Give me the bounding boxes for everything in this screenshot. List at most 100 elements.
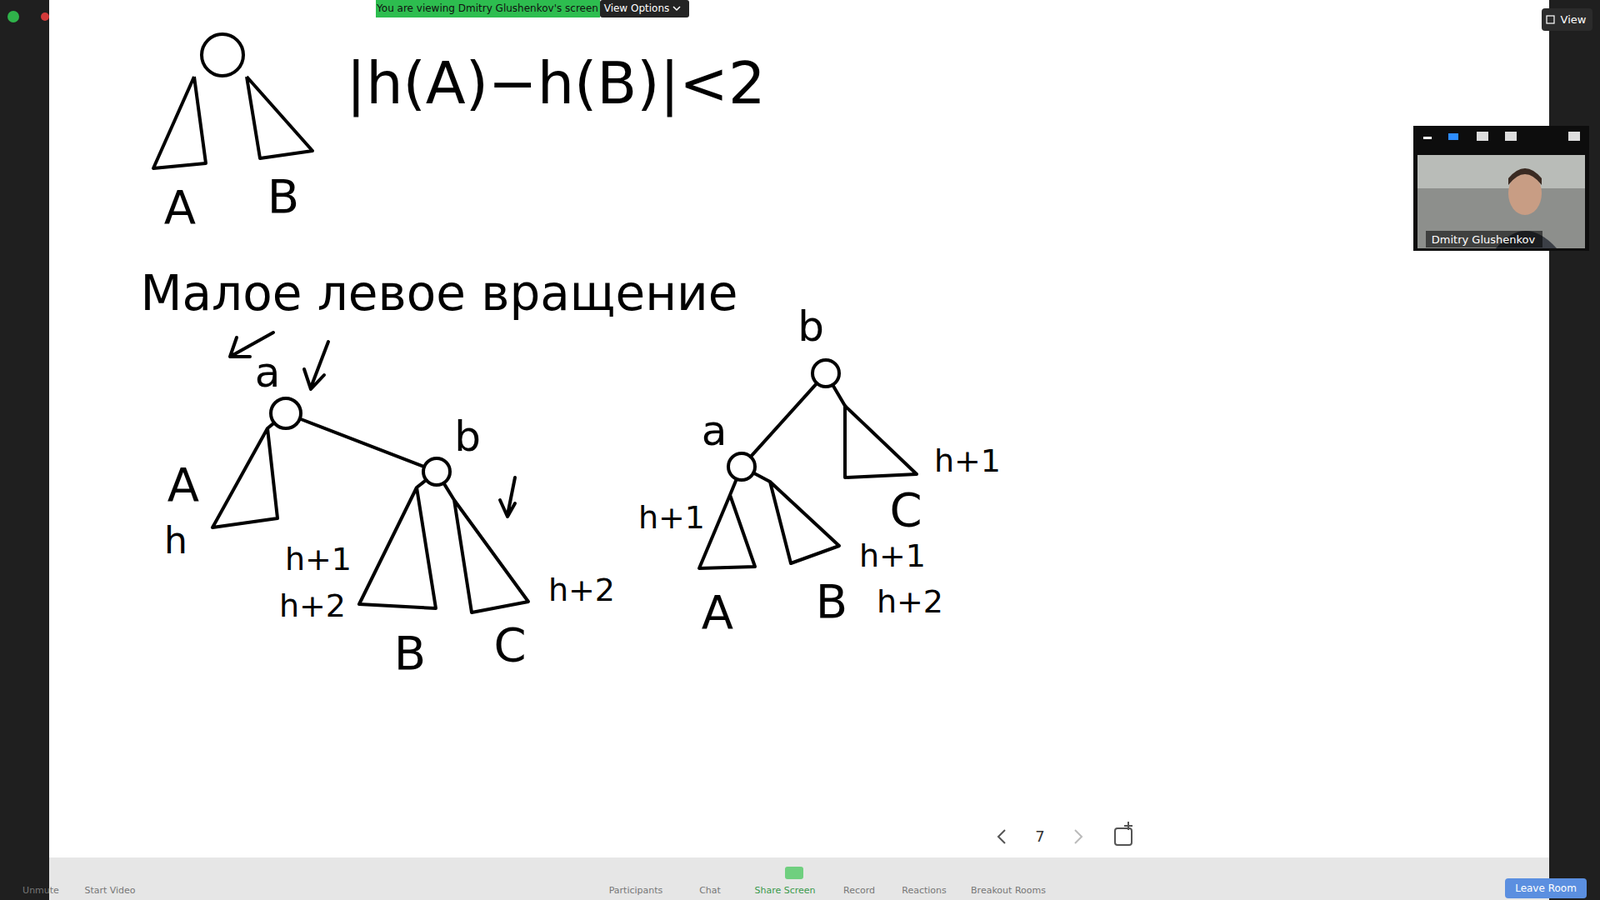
tree-edge: [416, 480, 426, 488]
subtree-triangle: h+1C: [845, 405, 917, 478]
button-label: View: [1560, 14, 1587, 25]
video-control: [1505, 131, 1517, 141]
video-feed: [1417, 155, 1585, 249]
triangle-outline: [454, 500, 529, 613]
circle-outline: [728, 453, 755, 480]
subtree-triangle: h+2C: [454, 500, 529, 613]
tree-node-circle: b: [423, 458, 450, 485]
node-name: b: [454, 415, 481, 458]
height-label: h+2: [548, 574, 615, 606]
toolbar-label: Start Video: [84, 885, 135, 895]
height-label: h+2: [279, 590, 346, 622]
triangle-outline: [845, 405, 917, 478]
tree-edge: [730, 479, 737, 495]
subtree-name: A: [167, 461, 200, 509]
triangle-outline: [454, 500, 529, 613]
tree-edge: [753, 472, 770, 482]
circle-outline: [423, 458, 450, 485]
height-label: h+1: [859, 540, 926, 572]
video-panel: [1413, 125, 1590, 251]
triangle-outline: [153, 76, 206, 169]
tree-edge: [832, 385, 845, 406]
subtree-name: C: [493, 621, 526, 669]
hair: [1508, 168, 1542, 185]
tree-node-circle: b: [812, 360, 840, 387]
subtree-name: B: [815, 578, 848, 625]
record-dot: [40, 12, 50, 21]
node-name: b: [797, 305, 825, 348]
triangle-outline: [153, 76, 206, 169]
video-control: [1568, 131, 1580, 141]
height-label: h+1: [285, 543, 352, 575]
add-page: [1115, 828, 1132, 845]
balance-formula: |h(A)−h(B)|<2: [346, 54, 766, 113]
tree-edge: [750, 383, 818, 457]
node-name: a: [701, 410, 728, 452]
height-label: h+1: [638, 501, 705, 534]
toolbar-label: Breakout Rooms: [970, 885, 1046, 895]
subtree-name: B: [267, 173, 300, 220]
view-button: [1541, 8, 1593, 31]
tree-node-circle: a: [270, 398, 301, 429]
toolbar-label: Unmute: [22, 885, 60, 895]
next-page: [1075, 830, 1082, 844]
video-background: [1417, 155, 1585, 189]
shield-icon: [7, 10, 20, 23]
triangle-outline: [212, 428, 278, 528]
chevron: [673, 6, 680, 10]
triangle-outline: [212, 428, 278, 528]
video-control: [1423, 136, 1432, 140]
subtree-triangle: A: [153, 76, 206, 169]
height-label: h+1: [934, 445, 1001, 477]
triangle-outline: [246, 76, 313, 159]
triangle-outline: [770, 481, 840, 564]
node-name: a: [255, 351, 281, 394]
side-bar: [0, 0, 50, 900]
share-icon: [785, 866, 804, 880]
page-number: 7: [1035, 829, 1045, 845]
toolbar: [49, 857, 1550, 900]
subtree-triangle: h+1A: [699, 495, 755, 569]
section-heading: Малое левое вращение: [140, 269, 739, 318]
button-label: Leave Room: [1515, 883, 1577, 894]
circle-outline: [728, 453, 755, 480]
button-label: View Options: [604, 3, 670, 14]
prev-page: [998, 830, 1005, 844]
rotation-arrow: [304, 341, 329, 390]
share-banner-text: You are viewing Dmitry Glushenkov's scre…: [376, 3, 599, 14]
height-label: h+2: [876, 585, 944, 618]
subtree-name: C: [889, 486, 922, 534]
subtree-name: B: [394, 630, 426, 677]
options-button: [600, 0, 690, 18]
circle-outline: [812, 360, 840, 387]
circle-outline: [812, 360, 840, 387]
subtree-triangle: Ah: [212, 428, 278, 528]
circle-outline: [270, 398, 301, 429]
share-banner: [375, 0, 600, 18]
video-control: [1476, 131, 1489, 141]
subtree-name: A: [701, 589, 734, 636]
toolbar-label: Participants: [609, 885, 664, 895]
tree-edge: [443, 483, 455, 500]
tree-edge: [300, 418, 425, 467]
name-plate: [1425, 230, 1543, 248]
subtree-name: A: [164, 184, 196, 231]
subtree-triangle: B: [246, 76, 313, 159]
subtree-triangle: h+1h+2B: [359, 487, 436, 609]
root-node: [201, 34, 244, 76]
height-arrow: [500, 477, 515, 517]
tree-node-circle: a: [728, 453, 755, 480]
participant-name: Dmitry Glushenkov: [1431, 234, 1535, 245]
triangle-outline: [699, 495, 755, 569]
triangle-outline: [845, 405, 917, 478]
triangle-outline: [359, 487, 436, 609]
triangle-outline: [359, 487, 436, 609]
circle-outline: [423, 458, 450, 485]
add-page: [1124, 821, 1133, 830]
triangle-outline: [770, 481, 840, 564]
toolbar-label: Reactions: [901, 885, 947, 895]
video-control: [1448, 133, 1459, 140]
toolbar-label: Record: [843, 885, 875, 895]
